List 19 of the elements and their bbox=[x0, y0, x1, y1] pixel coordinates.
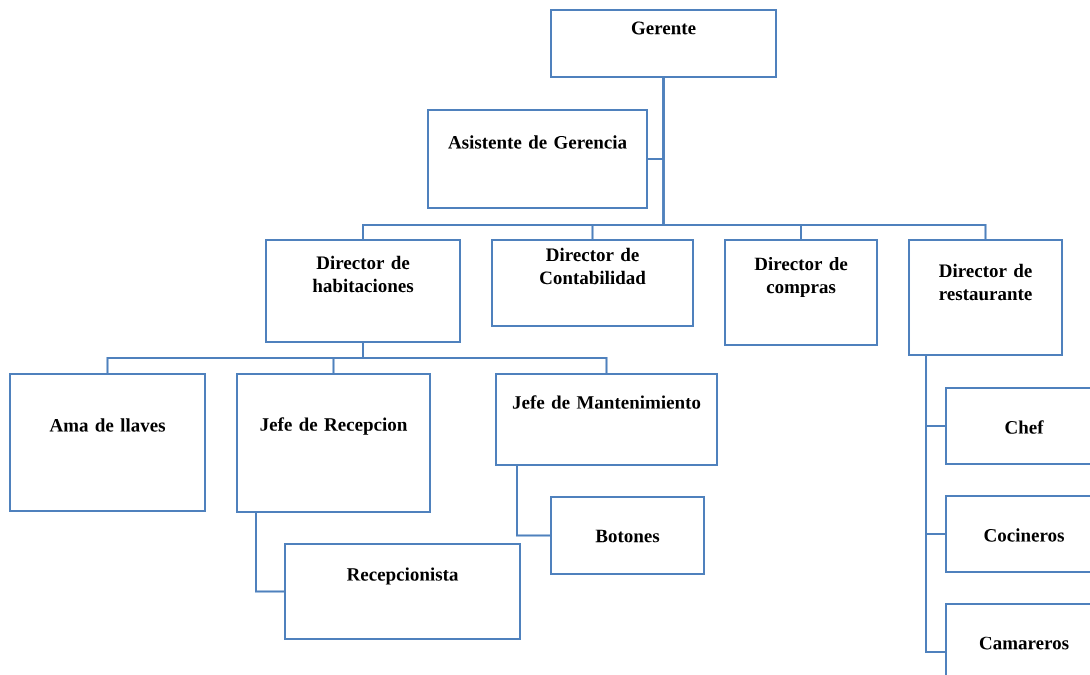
org-box: Director de Contabilidad bbox=[491, 239, 694, 327]
org-box: Jefe de Mantenimiento bbox=[495, 373, 718, 466]
org-box: Gerente bbox=[550, 9, 777, 78]
org-box: Chef bbox=[945, 387, 1090, 465]
org-box: Asistente de Gerencia bbox=[427, 109, 648, 209]
org-box: Director de habitaciones bbox=[265, 239, 461, 343]
connector-line bbox=[362, 342, 608, 374]
connector-line bbox=[925, 355, 946, 653]
connector-line bbox=[662, 77, 987, 240]
org-box: Botones bbox=[550, 496, 705, 575]
org-box: Jefe de Recepcion bbox=[236, 373, 431, 513]
org-box: Director de compras bbox=[724, 239, 878, 346]
connector-line bbox=[255, 512, 285, 593]
org-box: Director de restaurante bbox=[908, 239, 1063, 356]
org-box: Cocineros bbox=[945, 495, 1090, 573]
org-box: Ama de llaves bbox=[9, 373, 206, 512]
connector-line bbox=[516, 465, 551, 537]
org-box: Camareros bbox=[945, 603, 1090, 675]
org-box: Recepcionista bbox=[284, 543, 521, 640]
